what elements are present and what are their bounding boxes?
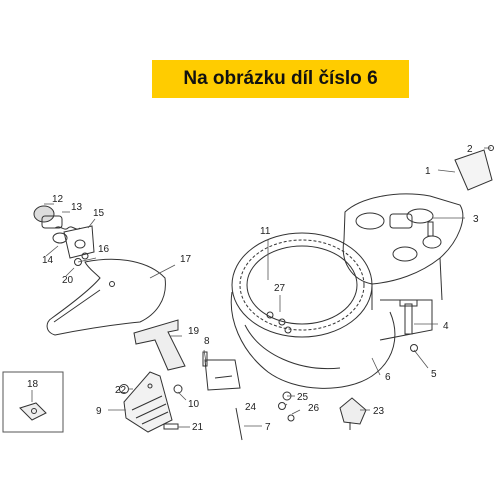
- part-label: 8: [204, 336, 210, 347]
- cover-panel-icon: [46, 258, 166, 336]
- part-label: 6: [385, 372, 391, 383]
- part-label: 9: [96, 406, 102, 417]
- part-label: 2: [467, 144, 473, 155]
- lock-cylinder-icon: [33, 205, 63, 229]
- helmet-compartment-icon: [204, 291, 433, 391]
- part-label: 23: [373, 406, 385, 417]
- leader-lines: [31, 147, 491, 428]
- washer-icon: [52, 232, 68, 244]
- highlight-banner: Na obrázku díl číslo 6: [152, 60, 409, 98]
- seat-pan-icon: [342, 193, 464, 310]
- part-label: 7: [265, 422, 271, 433]
- part-labels: 1 2 3 4 5 6 7 8 9 10 11 12 13 14 15 16 1…: [27, 144, 479, 433]
- part-label: 4: [443, 321, 449, 332]
- part-label: 19: [188, 326, 200, 337]
- part-label: 25: [297, 392, 309, 403]
- part-label: 27: [274, 283, 286, 294]
- screw-icon: [427, 221, 434, 237]
- part-label: 5: [431, 369, 437, 380]
- bolt-icon: [399, 299, 418, 335]
- screw-icon: [74, 252, 89, 266]
- part-label: 26: [308, 403, 320, 414]
- part-label: 15: [93, 208, 105, 219]
- screw-icon: [163, 423, 179, 430]
- bracket-icon: [123, 371, 173, 433]
- plate-icon: [454, 145, 494, 191]
- part-label: 1: [425, 166, 431, 177]
- nut-icon: [410, 344, 418, 352]
- hook-icon: [133, 319, 186, 371]
- part-label: 16: [98, 244, 110, 255]
- part-label: 11: [260, 226, 271, 237]
- clip-icon: [173, 384, 183, 394]
- part-label: 3: [473, 214, 479, 225]
- part-label: 22: [115, 385, 127, 396]
- part-label: 13: [71, 202, 83, 213]
- switch-icon: [339, 397, 367, 430]
- part-label: 10: [188, 399, 200, 410]
- clip-icon: [19, 402, 47, 421]
- part-label: 12: [52, 194, 64, 205]
- latch-plate-icon: [63, 225, 95, 259]
- part-label: 14: [42, 255, 54, 266]
- compartment-rim-icon: [231, 232, 373, 338]
- rod-icon: [235, 407, 243, 441]
- part-label: 24: [245, 402, 257, 413]
- part-label: 18: [27, 379, 39, 390]
- part-label: 17: [180, 254, 192, 265]
- banner-text: Na obrázku díl číslo 6: [183, 68, 378, 89]
- part-label: 21: [192, 422, 204, 433]
- screw-icon: [266, 311, 292, 334]
- screw-icon: [202, 351, 208, 367]
- part-label: 20: [62, 275, 74, 286]
